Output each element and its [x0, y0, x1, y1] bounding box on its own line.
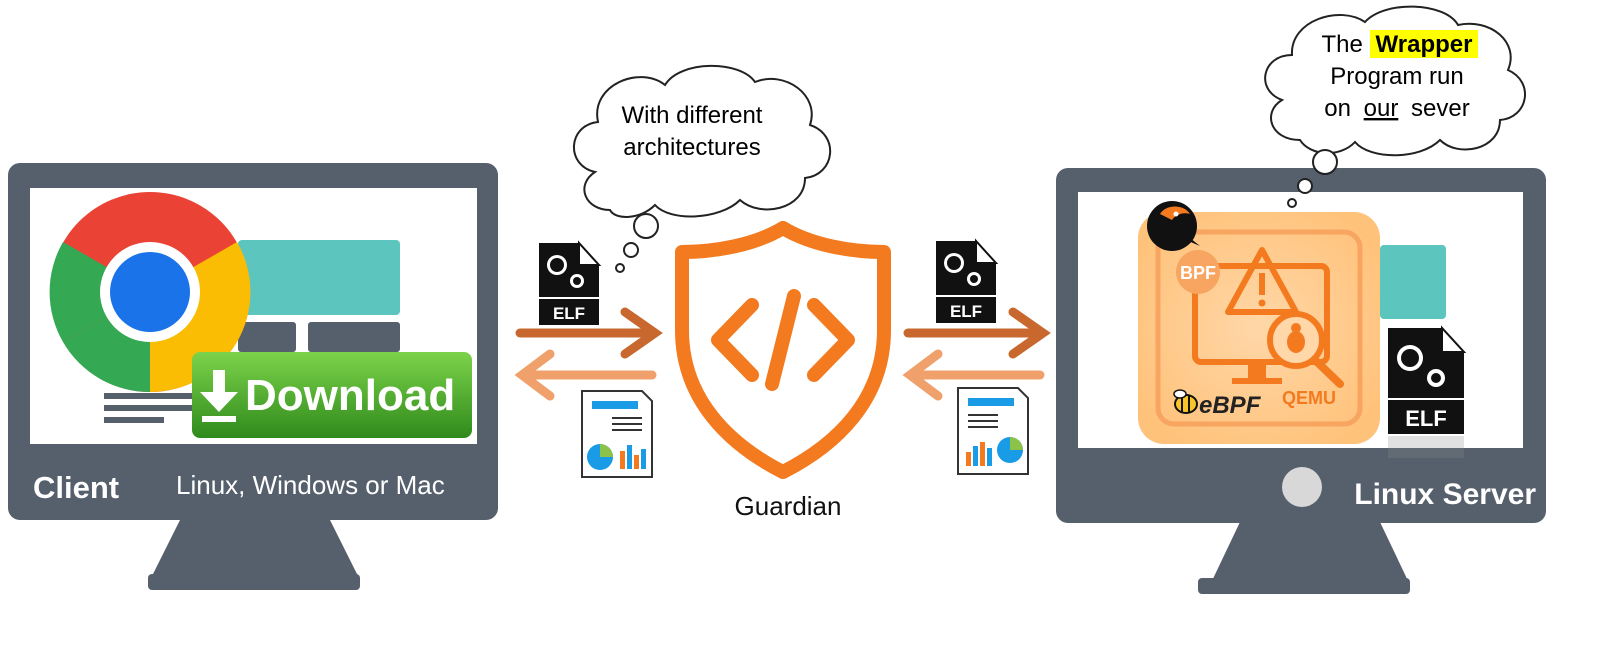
elf-reflection: [1388, 436, 1464, 458]
cloud-wrapper-line3c: sever: [1411, 95, 1470, 122]
bpf-badge: BPF: [1180, 263, 1216, 283]
arrow-guardian-to-client: [514, 349, 657, 401]
server-title: Linux Server: [1354, 478, 1536, 511]
arrow-guardian-to-server: [903, 307, 1051, 359]
svg-text:ELF: ELF: [1405, 406, 1447, 431]
cloud-line-2: architectures: [623, 134, 760, 161]
svg-text:on our sever: on our sever: [1324, 95, 1469, 122]
download-label: Download: [245, 371, 455, 420]
guardian-shield-icon: [675, 221, 891, 479]
report-icon-right: [957, 387, 1029, 475]
arrow-client-to-guardian: [515, 307, 663, 359]
cloud-wrapper-line3a: on: [1324, 95, 1351, 122]
elf-file-icon-right: ELF: [936, 238, 999, 323]
qemu-logo-icon: [1147, 201, 1200, 251]
ebpf-label: eBPF: [1199, 392, 1262, 419]
arrow-server-to-guardian: [902, 349, 1045, 401]
guardian-label: Guardian: [735, 491, 842, 521]
svg-text:ELF: ELF: [553, 304, 585, 323]
cloud-wrapper-line3b: our: [1364, 95, 1399, 122]
cloud-wrapper-highlight: Wrapper: [1376, 31, 1473, 58]
cloud-line-1: With different: [622, 102, 763, 129]
cloud-wrapper-line2: Program run: [1330, 63, 1463, 90]
chrome-icon: [49, 192, 251, 393]
thought-cloud-architectures: With different architectures: [572, 64, 832, 273]
thought-cloud-wrapper: The Wrapper Program run on our sever: [1264, 5, 1526, 208]
client-subtitle: Linux, Windows or Mac: [176, 470, 445, 500]
svg-text:ELF: ELF: [950, 302, 982, 321]
download-button[interactable]: Download: [192, 352, 472, 438]
cloud-wrapper-prefix: The: [1322, 31, 1363, 58]
download-arrow-icon: [200, 370, 238, 422]
svg-text:The Wrapper: The Wrapper: [1322, 31, 1473, 58]
bee-icon: [1173, 389, 1198, 414]
client-title: Client: [33, 470, 119, 505]
elf-file-icon-server: ELF: [1388, 325, 1467, 434]
qemu-label: QEMU: [1282, 388, 1336, 408]
elf-file-icon-left: ELF: [539, 240, 602, 325]
qemu-ebpf-tile: BPF eBPF QEMU: [1138, 212, 1380, 444]
report-icon-left: [581, 390, 653, 478]
